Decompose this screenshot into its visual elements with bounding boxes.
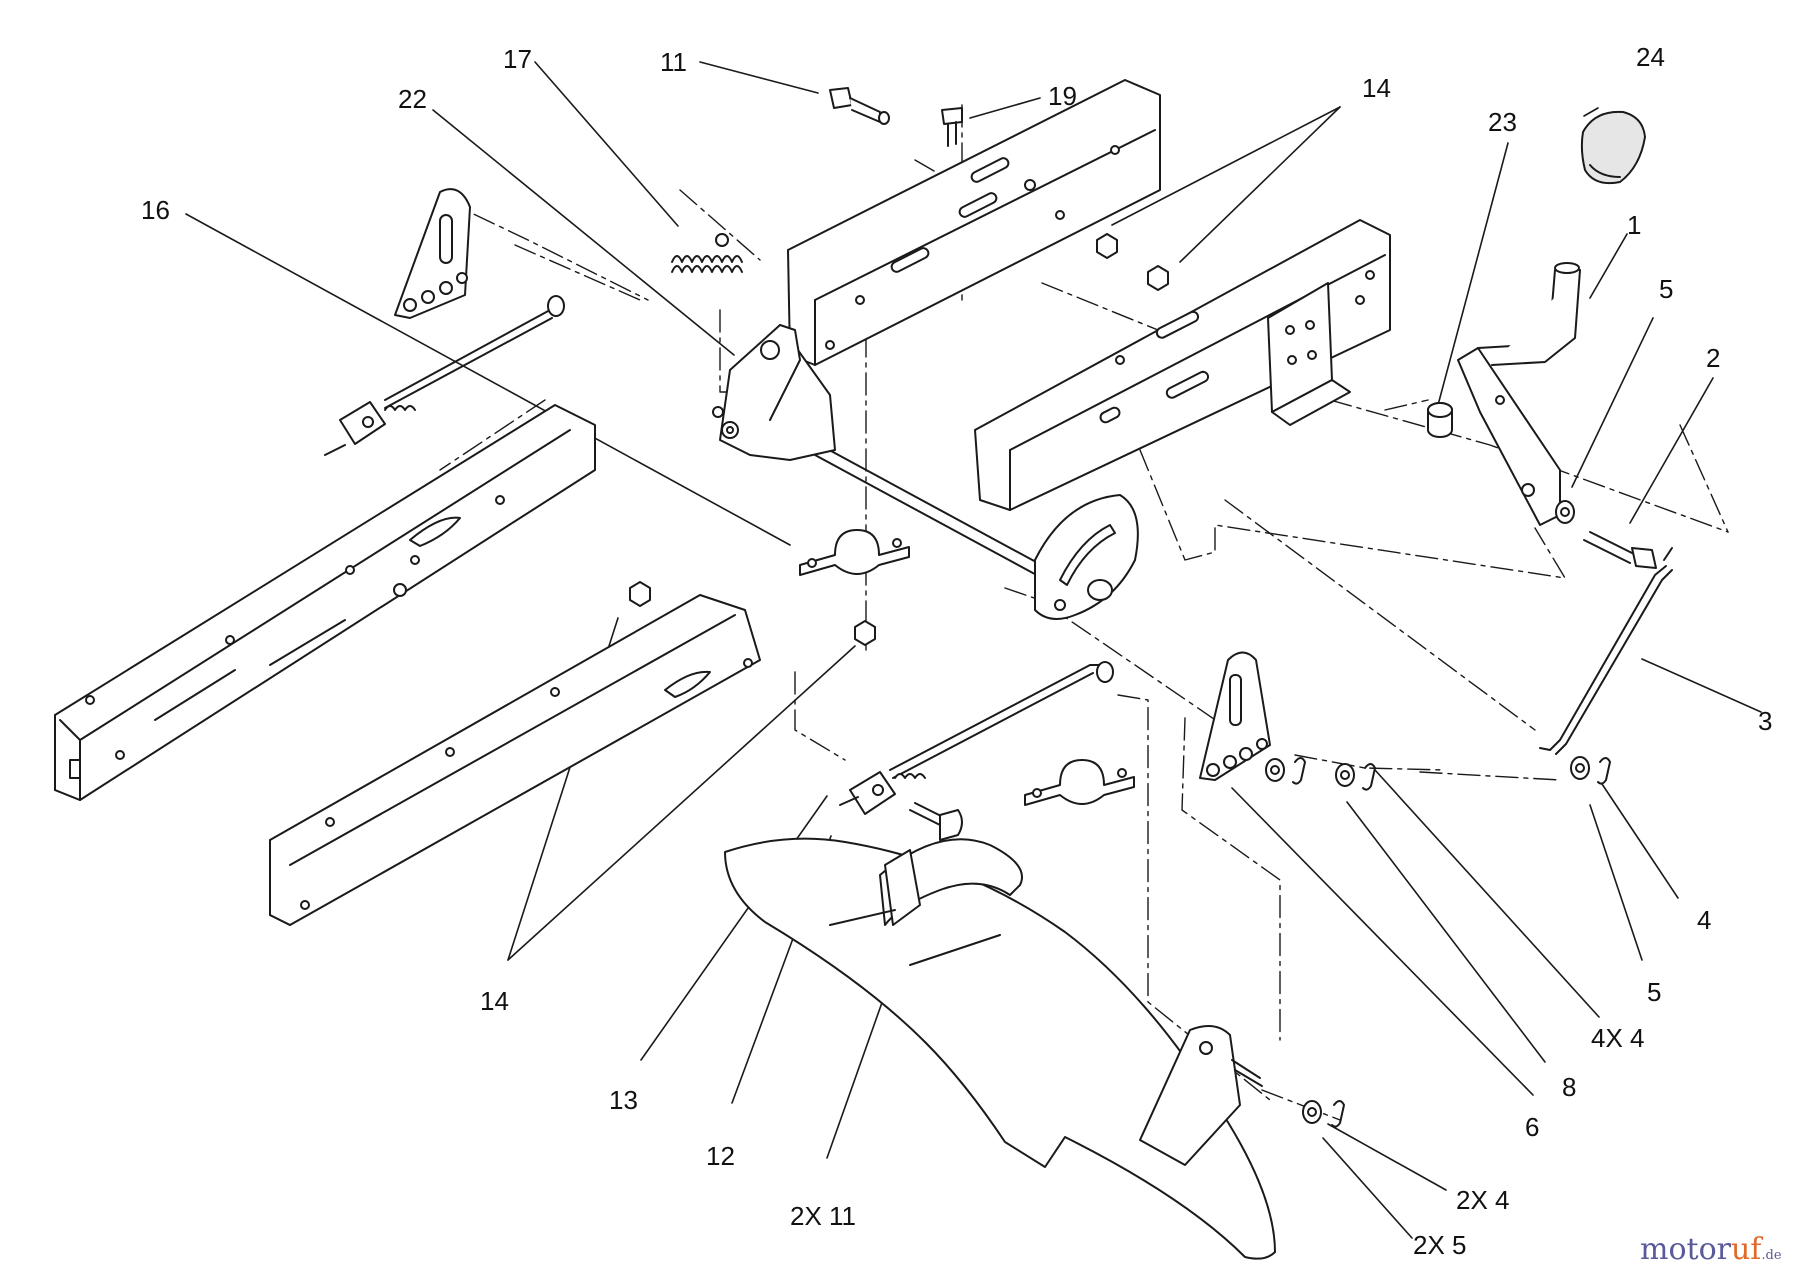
adjustment-plate-left <box>394 188 471 319</box>
washer-part-5 <box>1265 758 1285 782</box>
watermark-logo: motoruf.de <box>1640 1232 1782 1267</box>
lower-frame-rail <box>269 594 761 926</box>
washer-part-5-upper <box>1555 500 1575 524</box>
bolt-part-11 <box>829 87 890 125</box>
callout-2x4: 2X 4 <box>1456 1185 1510 1215</box>
callout-24: 24 <box>1636 42 1665 72</box>
callout-2x5: 2X 5 <box>1413 1230 1467 1260</box>
knob-part-24 <box>1580 110 1646 185</box>
lower-rod-assembly <box>839 661 1114 815</box>
pivot-bracket-part-22 <box>712 324 836 461</box>
watermark-accent: uf <box>1730 1232 1762 1267</box>
bolt-part-2 <box>1583 531 1657 569</box>
watermark-tld: .de <box>1761 1248 1782 1263</box>
spring-part-17 <box>671 233 743 273</box>
callout-14-top: 14 <box>1362 73 1391 103</box>
main-shaft <box>814 444 1061 586</box>
lower-deck-assembly <box>724 837 1276 1260</box>
callout-4x4: 4X 4 <box>1591 1023 1645 1053</box>
callout-2: 2 <box>1706 343 1721 373</box>
callout-12: 12 <box>706 1141 735 1171</box>
callout-22: 22 <box>398 84 427 114</box>
callout-2x11: 2X 11 <box>790 1201 857 1231</box>
upper-rod-assembly <box>324 295 565 456</box>
clevis-pin-2x11 <box>909 802 963 841</box>
washer-part-5-right <box>1570 756 1590 780</box>
callout-6: 6 <box>1525 1112 1540 1142</box>
callout-5-lower: 5 <box>1647 977 1662 1007</box>
rod-part-3 <box>1539 547 1673 755</box>
clamp-part-16 <box>799 529 910 576</box>
nut-part-14-center <box>854 620 876 646</box>
callout-11: 11 <box>660 47 687 77</box>
clamp-lower <box>1024 759 1135 806</box>
left-frame-rail <box>54 404 596 801</box>
cam-plate <box>1034 494 1139 620</box>
watermark-main: motor <box>1640 1232 1731 1267</box>
callout-19: 19 <box>1048 81 1077 111</box>
callout-3: 3 <box>1758 706 1773 736</box>
hairpin-part-4-right <box>1597 757 1611 785</box>
callout-16: 16 <box>141 195 170 225</box>
callout-13: 13 <box>609 1085 638 1115</box>
callout-8: 8 <box>1562 1072 1577 1102</box>
washer-part-8 <box>1335 763 1355 787</box>
nut-part-14-upper <box>1096 233 1118 259</box>
spacer-part-23 <box>1427 402 1453 438</box>
hairpin-part-4 <box>1292 757 1306 785</box>
hairpin-part-2x4 <box>1331 1100 1345 1128</box>
callout-5-upper: 5 <box>1659 274 1674 304</box>
callout-1: 1 <box>1627 210 1642 240</box>
angle-bracket <box>1267 282 1351 426</box>
hairpin-part-4x4 <box>1362 763 1376 791</box>
callout-17: 17 <box>503 44 532 74</box>
callout-14-lower: 14 <box>480 986 509 1016</box>
nut-part-14-left <box>629 581 651 607</box>
callout-4: 4 <box>1697 905 1712 935</box>
adjustment-plate-part-6 <box>1199 651 1271 781</box>
right-frame-rail <box>974 219 1391 511</box>
washer-part-2x5 <box>1302 1100 1322 1124</box>
bolt-part-19 <box>941 107 963 147</box>
lever-part-1 <box>1457 262 1581 526</box>
upper-channel-rail <box>787 79 1161 366</box>
nut-part-14-right <box>1147 265 1169 291</box>
callout-23: 23 <box>1488 107 1517 137</box>
